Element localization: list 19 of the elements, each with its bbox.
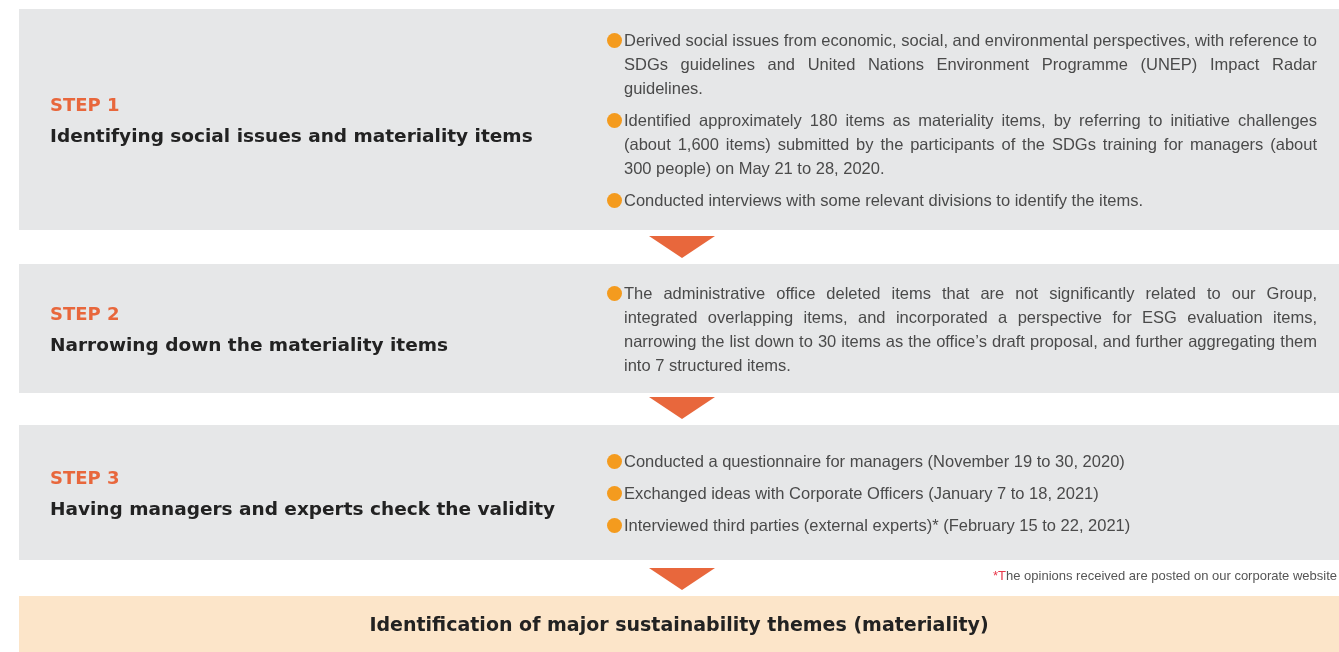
step-title: Identifying social issues and materiality items <box>50 124 533 146</box>
step-number: STEP 3 <box>50 466 120 488</box>
bullet-text: Interviewed third parties (external experts)* (February 15 to 22, 2021) <box>624 515 1131 534</box>
step-title: Narrowing down the materiality items <box>50 333 448 355</box>
step-panel <box>19 264 1339 393</box>
bullet-text: Conducted interviews with some relevant divisions to identify the items. <box>624 190 1144 209</box>
footnote: *The opinions received are posted on our corporate website <box>993 568 1337 583</box>
step-panel <box>19 9 1339 230</box>
step-number: STEP 2 <box>50 302 120 324</box>
bullet-text: Conducted a questionnaire for managers (November 19 to 30, 2020) <box>624 451 1125 470</box>
step-title: Having managers and experts check the validity <box>50 497 556 519</box>
bullet-text: Identified approximately 180 items as materiality items, by referring to initiative challenges (about 1,600 items) submitted by the participants of the SDGs training for managers (about 300 people) on May 21 to 28, 2020. <box>624 110 1317 177</box>
result-box <box>19 596 1339 652</box>
bullet-text: The administrative office deleted items that are not significantly related to our Group, integrated overlapping items, and incorporated a perspective for ESG evaluation items, narrowing the list down to 30 items as the office’s draft proposal, and further aggregating them into 7 structured items. <box>624 283 1317 374</box>
step-number: STEP 1 <box>50 93 120 115</box>
result-title: Identification of major sustainability themes (materiality) <box>369 613 989 635</box>
bullet-text: Derived social issues from economic, social, and environmental perspectives, with reference to SDGs guidelines and United Nations Environment Programme (UNEP) Impact Radar guidelines. <box>624 30 1317 97</box>
bullet-text: Exchanged ideas with Corporate Officers (January 7 to 18, 2021) <box>624 483 1099 502</box>
step-panel <box>19 425 1339 560</box>
